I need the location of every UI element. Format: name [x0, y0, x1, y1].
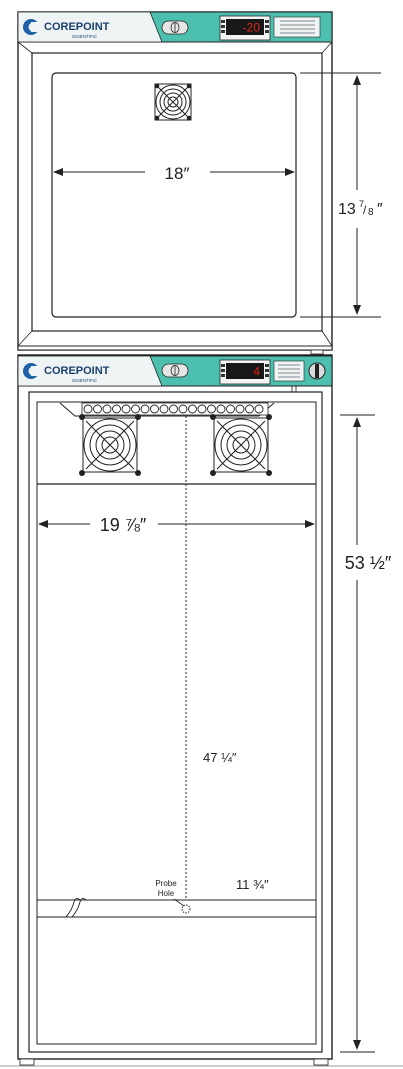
- probe-depth-dimension: 47 ¼″: [203, 750, 237, 765]
- vent-hole: [207, 404, 216, 414]
- probe-label-line2: Hole: [158, 889, 175, 898]
- upper-height-slash: /: [363, 203, 367, 217]
- probe-offset-dimension: 11 ¾″: [236, 877, 269, 892]
- lower-control-panel: COREPOINT SCIENTIFIC 4: [17, 355, 333, 387]
- upper-power-switch-icon: [161, 20, 189, 35]
- air-vent-row: [83, 404, 264, 414]
- vent-hole: [188, 404, 197, 414]
- upper-window: [51, 72, 297, 318]
- lower-shelf: [36, 899, 317, 918]
- upper-height-unit: ″: [377, 201, 383, 218]
- lower-width-dimension: 19 ⅞″: [100, 515, 147, 535]
- upper-brand-sub: SCIENTIFIC: [72, 34, 98, 39]
- lower-height-dimension: 53 ½″: [340, 414, 392, 1053]
- upper-unit: COREPOINT SCIENTIFIC -20: [17, 11, 333, 355]
- lower-height-dimension-label: 53 ½″: [345, 553, 392, 573]
- lower-fan-left-icon: [79, 414, 141, 476]
- vent-hole: [254, 404, 264, 414]
- lower-power-switch-icon: [161, 363, 189, 378]
- corepoint-logo-icon: [23, 19, 39, 35]
- upper-display-value: -20: [243, 21, 261, 35]
- lower-fan-right-icon: [210, 414, 272, 476]
- vent-hole: [216, 404, 226, 414]
- upper-control-panel: COREPOINT SCIENTIFIC -20: [17, 11, 333, 43]
- vent-hole: [131, 404, 140, 414]
- corepoint-logo-icon: [23, 363, 39, 379]
- upper-brand: COREPOINT: [44, 21, 110, 33]
- lower-brand: COREPOINT: [44, 365, 110, 377]
- lower-display-value: 4: [253, 365, 260, 379]
- vent-hole: [83, 404, 93, 414]
- upper-label-plate: [273, 16, 321, 38]
- lower-brand-sub: SCIENTIFIC: [72, 378, 98, 383]
- vent-hole: [121, 404, 131, 414]
- upper-height-dimension: 13 7 / 8 ″: [300, 72, 383, 318]
- vent-hole: [178, 404, 188, 414]
- vent-hole: [140, 404, 150, 414]
- vent-hole: [93, 404, 102, 414]
- lower-unit: COREPOINT SCIENTIFIC 4: [0, 354, 403, 1067]
- vent-hole: [150, 404, 159, 414]
- upper-height-whole: 13: [338, 201, 356, 218]
- upper-fan-icon: [154, 83, 192, 121]
- upper-width-dimension: 18″: [165, 164, 190, 183]
- vent-hole: [197, 404, 207, 414]
- vent-hole: [102, 404, 112, 414]
- upper-height-den: 8: [368, 207, 374, 218]
- lower-window: [36, 401, 317, 1045]
- probe-hole-icon: [181, 904, 191, 914]
- vent-hole: [235, 404, 245, 414]
- lower-lock-icon: [308, 362, 326, 380]
- vent-hole: [245, 404, 254, 414]
- vent-hole: [112, 404, 121, 414]
- vent-hole: [226, 404, 235, 414]
- vent-hole: [169, 404, 178, 414]
- lower-label-plate: [273, 360, 305, 382]
- upper-height-num: 7: [359, 199, 364, 209]
- upper-temperature-display: -20: [219, 15, 271, 41]
- lower-temperature-display: 4: [219, 359, 271, 385]
- probe-label-line1: Probe: [155, 879, 177, 888]
- vent-hole: [159, 404, 169, 414]
